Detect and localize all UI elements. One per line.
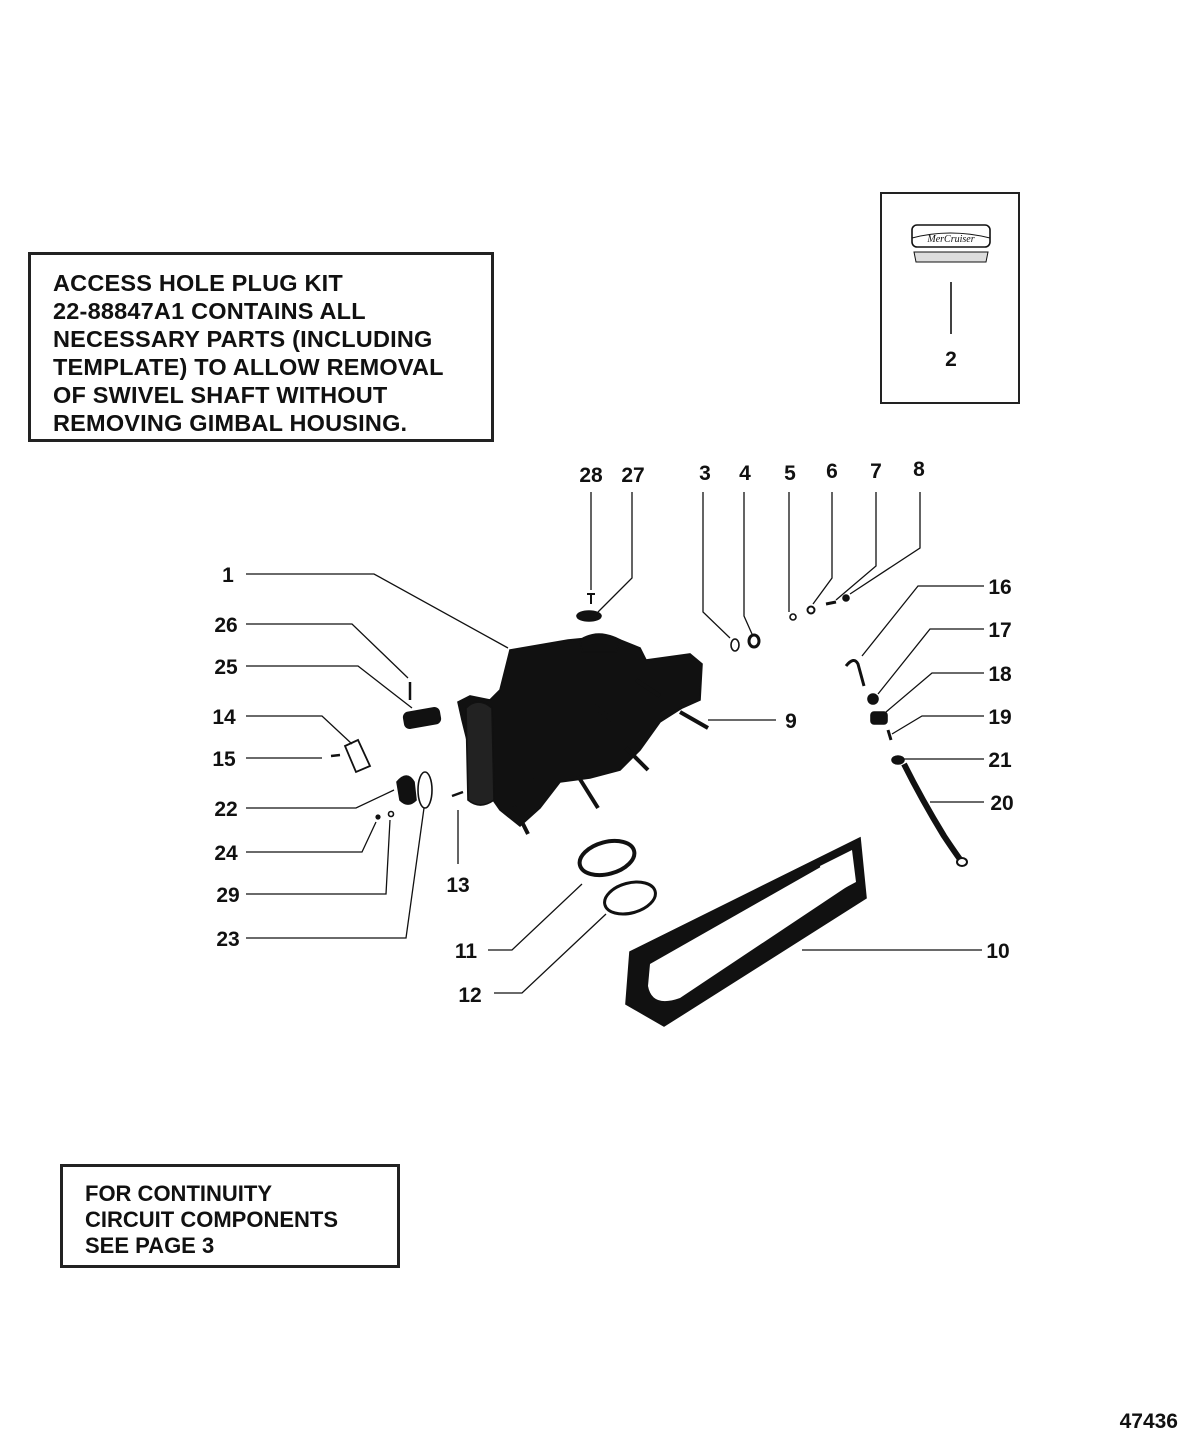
access-hole-plug-kit-note: ACCESS HOLE PLUG KIT 22-88847A1 CONTAINS…	[28, 252, 494, 442]
note-line: NECESSARY PARTS (INCLUDING	[53, 326, 433, 352]
callout-22: 22	[214, 798, 237, 821]
callout-3: 3	[699, 462, 711, 485]
figure-number: 47436	[1119, 1410, 1178, 1433]
callout-12: 12	[458, 984, 481, 1007]
callout-27: 27	[621, 464, 644, 487]
callout-4: 4	[739, 462, 751, 485]
callout-16: 16	[988, 576, 1011, 599]
callout-20: 20	[990, 792, 1013, 815]
decal-part: MerCruiser	[911, 224, 991, 334]
note-line: SEE PAGE 3	[85, 1233, 215, 1258]
callout-8: 8	[913, 458, 925, 481]
callout-6: 6	[826, 460, 838, 483]
gimbal-housing	[457, 633, 709, 835]
callout-23: 23	[216, 928, 239, 951]
callout-9: 9	[785, 710, 797, 733]
callout-10: 10	[986, 940, 1009, 963]
continuity-circuit-note: FOR CONTINUITY CIRCUIT COMPONENTS SEE PA…	[60, 1164, 400, 1268]
callout-7: 7	[870, 460, 882, 483]
note-line: OF SWIVEL SHAFT WITHOUT	[53, 382, 388, 408]
callout-26: 26	[214, 614, 237, 637]
note-line: REMOVING GIMBAL HOUSING.	[53, 410, 408, 436]
callout-11: 11	[455, 940, 478, 963]
callout-28: 28	[579, 464, 603, 487]
callout-29: 29	[216, 884, 239, 907]
note-line: 22-88847A1 CONTAINS ALL	[53, 298, 366, 324]
callout-18: 18	[988, 663, 1012, 686]
callout-13: 13	[446, 874, 469, 897]
note-line: FOR CONTINUITY	[85, 1181, 272, 1206]
callout-1: 1	[222, 564, 234, 587]
callout-5: 5	[784, 462, 796, 485]
decal-brand-text: MerCruiser	[926, 234, 974, 245]
note-line: CIRCUIT COMPONENTS	[85, 1207, 338, 1232]
callout-24: 24	[214, 842, 238, 865]
callout-14: 14	[212, 706, 236, 729]
note-line: ACCESS HOLE PLUG KIT	[53, 270, 343, 296]
callout-17: 17	[988, 619, 1011, 642]
callout-2: 2	[945, 348, 957, 371]
callout-25: 25	[214, 656, 238, 679]
callout-21: 21	[988, 749, 1012, 772]
callout-19: 19	[988, 706, 1011, 729]
note-line: TEMPLATE) TO ALLOW REMOVAL	[53, 354, 444, 380]
callout-15: 15	[212, 748, 236, 771]
